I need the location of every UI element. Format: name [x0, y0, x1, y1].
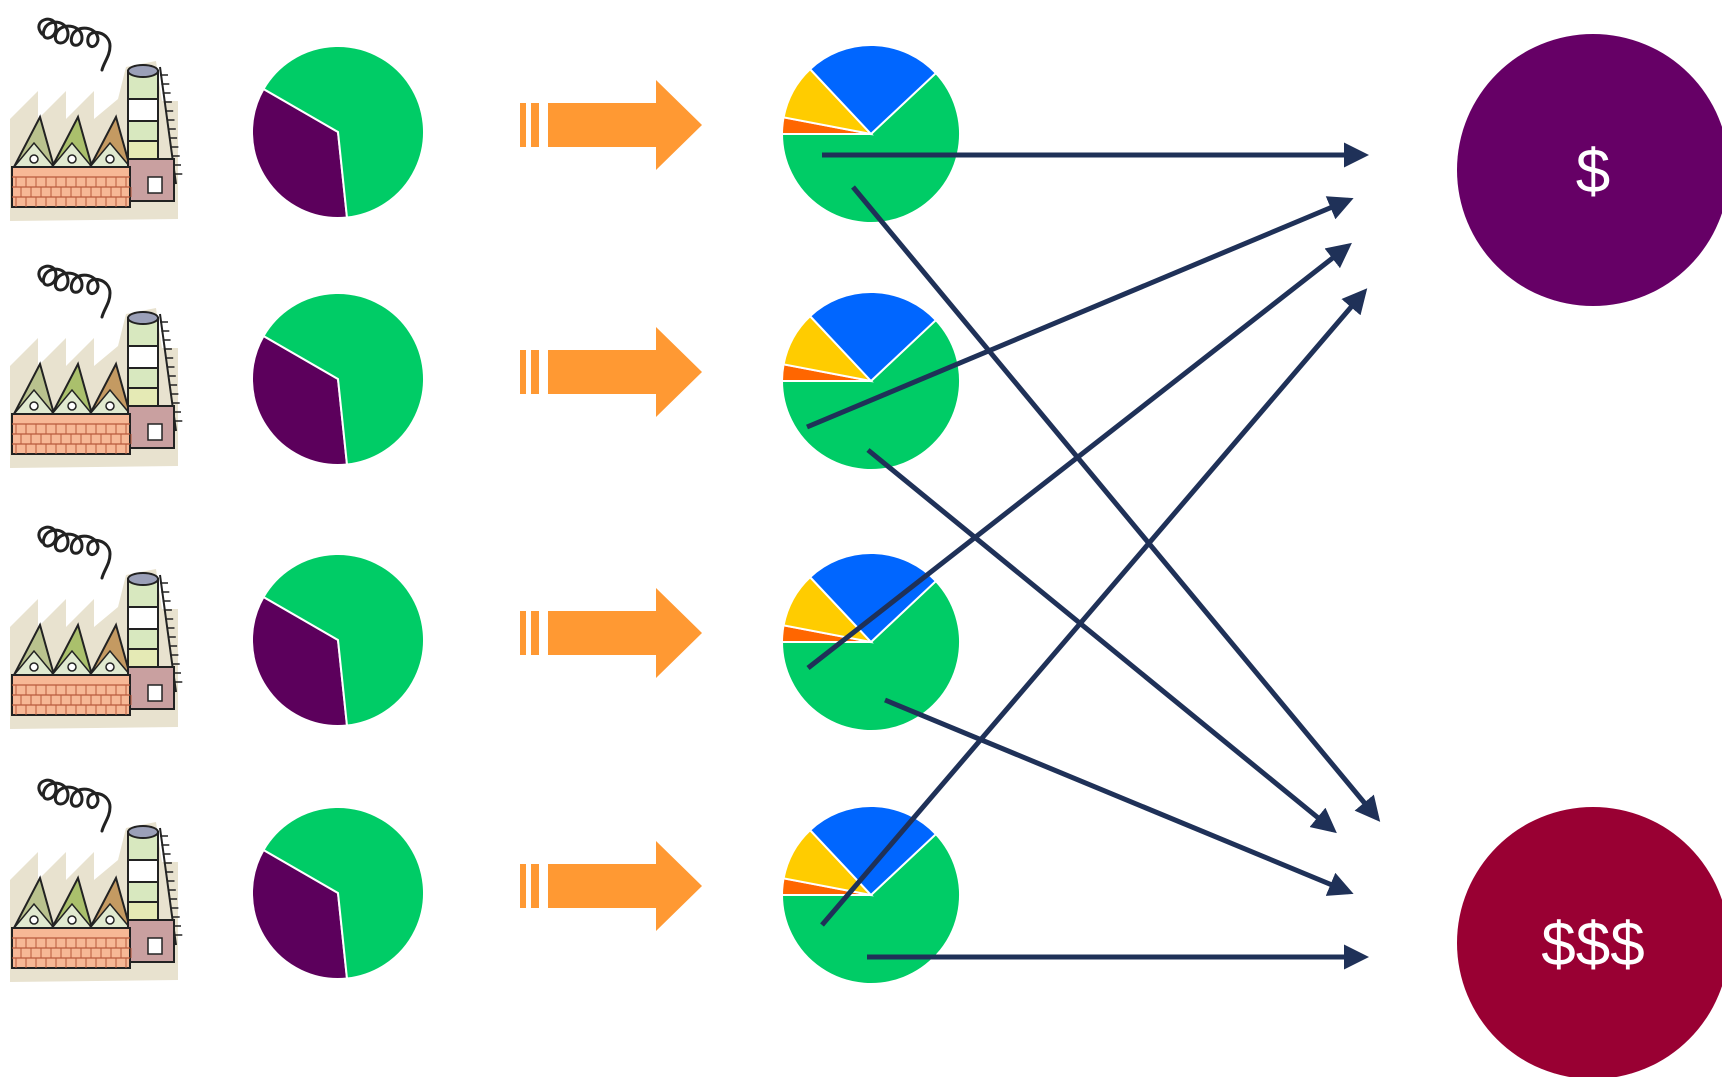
output-pie: [780, 291, 961, 471]
flow-arrow-4: [866, 448, 1337, 834]
flow-arrows: [806, 142, 1381, 970]
flow-arrow-6: [884, 697, 1354, 896]
input-pie: [250, 806, 425, 980]
process-arrow-column: [520, 80, 702, 931]
input-pie-waste-slice: [250, 87, 349, 219]
input-pie-product-slice: [262, 806, 425, 980]
output-pie-blue-slice: [808, 291, 938, 383]
output-pie-blue-slice: [808, 44, 938, 136]
low-value-label: $: [1576, 138, 1610, 207]
input-pie-column: [250, 45, 425, 980]
high-value-label: $$$: [1541, 911, 1644, 980]
input-pie-waste-slice: [250, 848, 349, 980]
factory-icon: [10, 778, 183, 982]
flow-arrow-7: [820, 288, 1368, 927]
factory-icon: [10, 17, 183, 221]
flow-arrow-5: [806, 242, 1352, 670]
factory-icon: [10, 525, 183, 729]
output-pie-column: [780, 44, 961, 985]
arrow-right-icon: [520, 327, 702, 417]
input-pie-product-slice: [262, 292, 425, 466]
output-pie: [780, 552, 961, 732]
destination-high-value: $$$: [1457, 807, 1722, 1077]
input-pie-waste-slice: [250, 595, 349, 727]
input-pie-waste-slice: [250, 334, 349, 466]
output-pie: [780, 44, 961, 224]
input-pie-product-slice: [262, 45, 425, 219]
input-pie-product-slice: [262, 553, 425, 727]
arrow-right-icon: [520, 841, 702, 931]
output-pie-product-slice: [780, 832, 961, 985]
low-value-circle: [1457, 34, 1722, 306]
factory-icon: [10, 264, 183, 468]
arrow-right-icon: [520, 588, 702, 678]
factory-column: [10, 17, 183, 982]
output-pie-product-slice: [780, 579, 961, 732]
flow-arrow-2: [851, 185, 1381, 822]
output-pie-product-slice: [780, 71, 961, 224]
input-pie: [250, 45, 425, 219]
input-pie: [250, 292, 425, 466]
input-pie: [250, 553, 425, 727]
arrow-right-icon: [520, 80, 702, 170]
destination-low-value: $: [1457, 34, 1722, 306]
high-value-circle: [1457, 807, 1722, 1077]
flow-arrow-3: [806, 196, 1354, 430]
